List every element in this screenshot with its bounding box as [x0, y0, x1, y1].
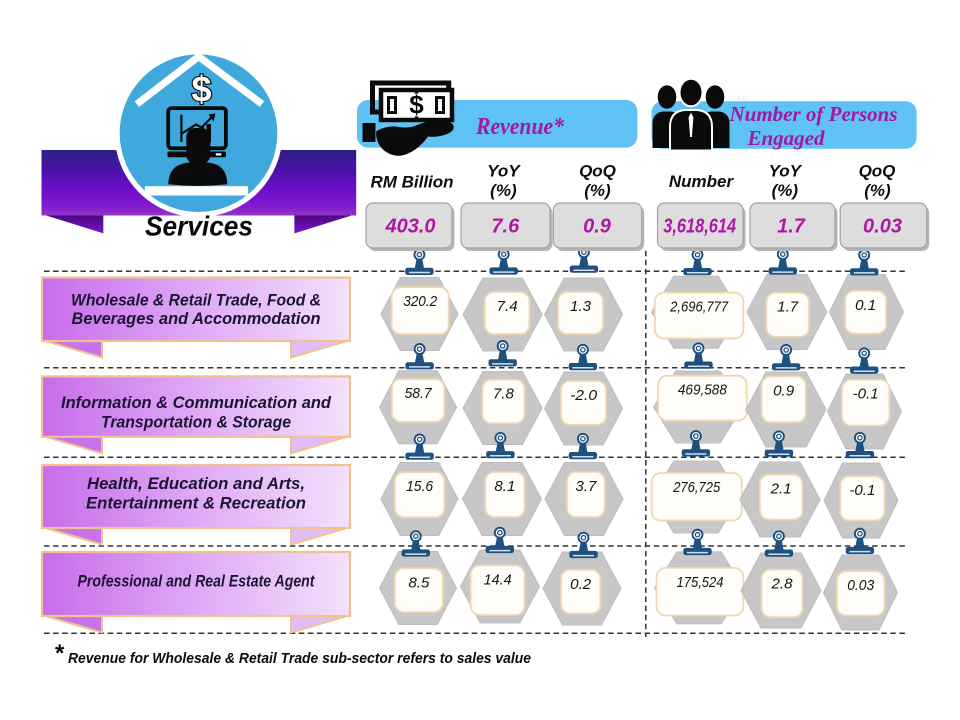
svg-text:Revenue*: Revenue* [475, 114, 565, 140]
svg-text:Number of Persons: Number of Persons [728, 102, 897, 126]
svg-text:Information & Communication an: Information & Communication and [61, 393, 332, 412]
svg-text:Revenue for Wholesale & Retail: Revenue for Wholesale & Retail Trade sub… [68, 650, 531, 667]
svg-text:0.03: 0.03 [847, 577, 875, 594]
svg-text:3.7: 3.7 [575, 478, 597, 495]
svg-text:1.7: 1.7 [777, 216, 806, 238]
svg-text:469,588: 469,588 [678, 382, 728, 399]
svg-text:58.7: 58.7 [405, 385, 433, 402]
svg-text:2,696,777: 2,696,777 [669, 299, 728, 316]
svg-text:1.7: 1.7 [777, 299, 799, 316]
svg-text:8.1: 8.1 [494, 478, 515, 495]
svg-text:Professional and Real Estate A: Professional and Real Estate Agent [78, 572, 316, 591]
svg-text:0.9: 0.9 [773, 382, 795, 399]
svg-text:(%): (%) [584, 181, 611, 200]
svg-text:(%): (%) [490, 181, 517, 200]
svg-text:15.6: 15.6 [406, 478, 434, 495]
svg-text:3,618,614: 3,618,614 [663, 216, 736, 238]
svg-text:0.03: 0.03 [863, 216, 902, 238]
svg-text:-0.1: -0.1 [849, 482, 875, 499]
svg-text:Beverages and Accommodation: Beverages and Accommodation [72, 309, 321, 328]
svg-text:Number: Number [669, 172, 735, 191]
svg-text:Wholesale & Retail Trade, Food: Wholesale & Retail Trade, Food & [71, 290, 321, 309]
svg-text:320.2: 320.2 [403, 293, 438, 310]
svg-text:Transportation & Storage: Transportation & Storage [101, 412, 291, 431]
svg-text:1.3: 1.3 [570, 298, 592, 315]
svg-text:$: $ [409, 90, 424, 120]
svg-text:403.0: 403.0 [384, 216, 435, 238]
svg-text:*: * [54, 640, 65, 667]
svg-text:7.4: 7.4 [497, 298, 518, 315]
svg-text:Health, Education and Arts,: Health, Education and Arts, [87, 474, 305, 493]
svg-text:QoQ: QoQ [859, 162, 896, 181]
svg-text:0.1: 0.1 [855, 297, 876, 314]
svg-text:-2.0: -2.0 [570, 387, 598, 404]
svg-text:YoY: YoY [769, 162, 803, 181]
svg-text:(%): (%) [864, 181, 891, 200]
svg-text:0.9: 0.9 [583, 216, 612, 238]
svg-text:Entertainment & Recreation: Entertainment & Recreation [86, 494, 306, 513]
svg-text:7.8: 7.8 [493, 386, 515, 403]
svg-text:0.2: 0.2 [570, 576, 592, 593]
svg-text:YoY: YoY [487, 162, 521, 181]
svg-text:Services: Services [145, 211, 253, 242]
svg-text:2.1: 2.1 [770, 481, 792, 498]
svg-text:(%): (%) [772, 181, 799, 200]
svg-text:8.5: 8.5 [408, 574, 430, 591]
svg-text:Engaged: Engaged [746, 126, 825, 150]
svg-text:175,524: 175,524 [677, 574, 724, 591]
svg-text:RM Billion: RM Billion [370, 173, 453, 192]
svg-text:14.4: 14.4 [484, 571, 512, 588]
svg-text:276,725: 276,725 [672, 479, 720, 496]
svg-text:QoQ: QoQ [579, 162, 616, 181]
svg-text:-0.1: -0.1 [853, 386, 879, 403]
svg-text:2.8: 2.8 [770, 576, 793, 593]
svg-text:7.6: 7.6 [491, 216, 520, 238]
svg-text:$: $ [191, 69, 211, 110]
